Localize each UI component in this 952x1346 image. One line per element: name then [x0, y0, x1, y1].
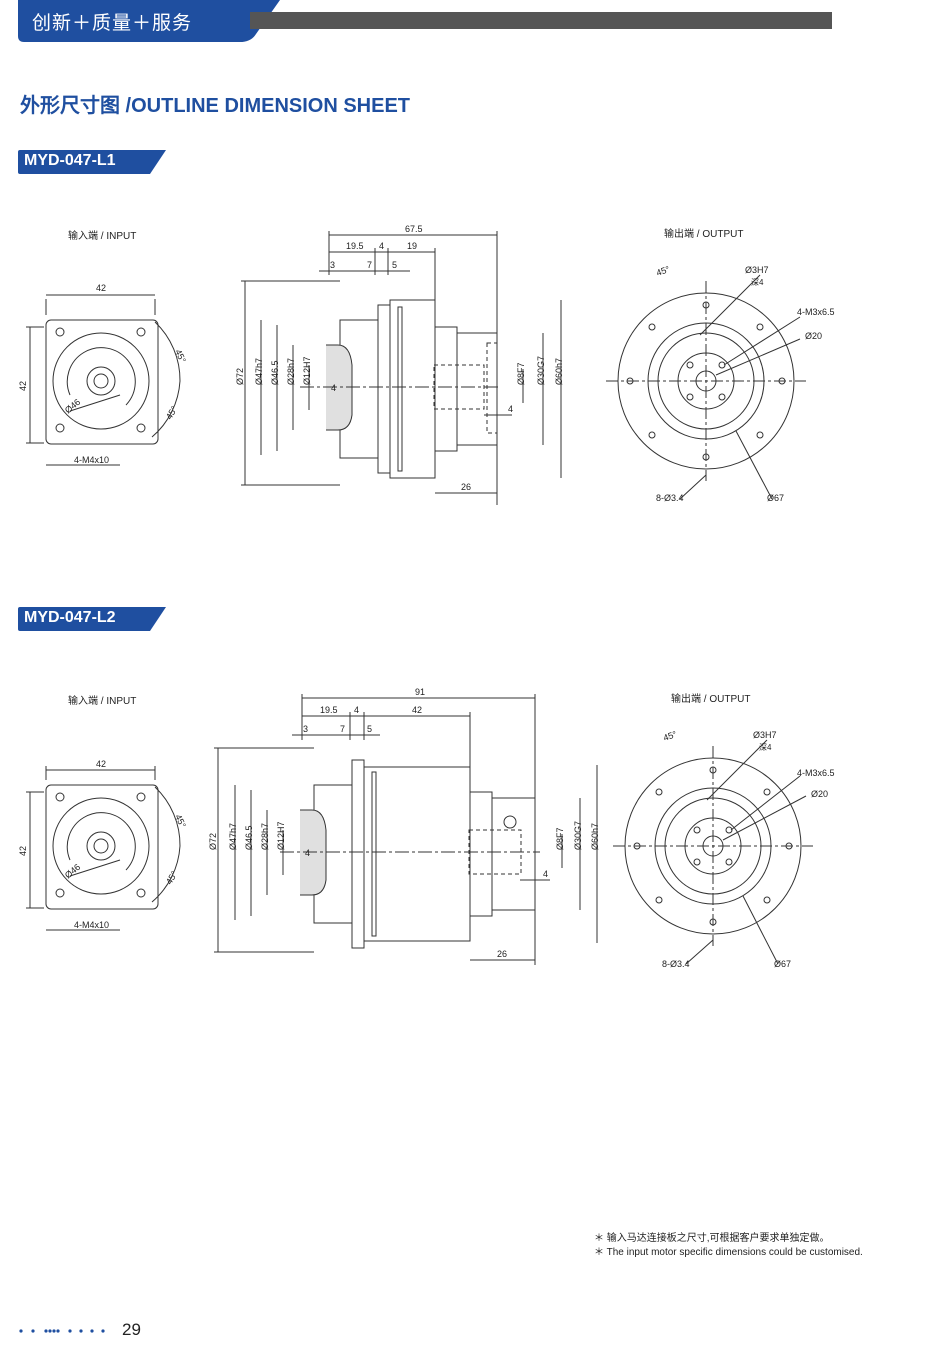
- input-holes: 4-M4x10: [74, 455, 109, 465]
- model-tag-shape: [18, 607, 166, 631]
- side-shaft-key: 4: [508, 404, 513, 414]
- output-angle: 45°: [655, 264, 672, 278]
- side-shaft-key: 4: [543, 869, 548, 879]
- side-total: 91: [415, 687, 425, 697]
- output-holes: 8-Ø3.4: [662, 959, 690, 969]
- side-seg3: 42: [412, 705, 422, 715]
- side-d28: Ø28h7: [286, 358, 296, 385]
- model-tag-shape: [18, 150, 166, 174]
- footer-dots-icon: [19, 1329, 105, 1333]
- output-flange: Ø67: [774, 959, 791, 969]
- input-angle2: 45°: [164, 404, 180, 421]
- side-small1: 3: [303, 724, 308, 734]
- output-pcd: Ø20: [811, 789, 828, 799]
- input-view: 输入端 / INPUT 42 42 45° 45° Ø46 4-M4x10: [18, 229, 188, 466]
- output-depth: 深4: [759, 743, 772, 752]
- note-cn: ＊ 输入马达连接板之尺寸,可根据客户要求单独定做。: [594, 1233, 830, 1244]
- side-small3: 5: [367, 724, 372, 734]
- side-total: 67.5: [405, 224, 423, 234]
- side-shaft-len: 26: [497, 949, 507, 959]
- output-pcd: Ø20: [805, 331, 822, 341]
- output-tap: 4-M3x6.5: [797, 768, 835, 778]
- side-d465: Ø46.5: [270, 360, 280, 385]
- input-height: 42: [18, 846, 28, 856]
- side-d47: Ø47h7: [228, 823, 238, 850]
- side-d60: Ø60h7: [554, 358, 564, 385]
- input-circle: Ø46: [63, 397, 82, 416]
- model-tag-l2: MYD-047-L2: [18, 607, 166, 631]
- side-view: 91 19.5 4 42 3 7 5 Ø72 Ø47h7 Ø46.5 Ø28h7…: [208, 687, 600, 965]
- header-slogan: 创新＋质量＋服务: [32, 13, 193, 34]
- note-en: ＊ The input motor specific dimensions co…: [594, 1247, 863, 1258]
- drawing-l2: 输入端 / INPUT 42 42 45° 45° Ø46 4-M4x10 91…: [18, 687, 835, 969]
- side-seg1: 19.5: [346, 241, 364, 251]
- page-number: 29: [122, 1320, 141, 1339]
- side-small2: 7: [340, 724, 345, 734]
- input-angle1: 45°: [173, 348, 188, 365]
- input-holes: 4-M4x10: [74, 920, 109, 930]
- side-small1: 3: [330, 260, 335, 270]
- output-angle: 45°: [662, 729, 679, 743]
- side-d30: Ø30G7: [573, 821, 583, 850]
- output-label: 输出端 / OUTPUT: [671, 692, 750, 705]
- side-key: 4: [331, 383, 336, 393]
- side-d12: Ø12H7: [302, 356, 312, 385]
- side-d72: Ø72: [208, 833, 218, 850]
- side-d72: Ø72: [235, 368, 245, 385]
- input-circle: Ø46: [63, 862, 82, 881]
- page-title: 外形尺寸图 /OUTLINE DIMENSION SHEET: [20, 95, 411, 117]
- side-small2: 7: [367, 260, 372, 270]
- side-d47: Ø47h7: [254, 358, 264, 385]
- side-d12: Ø12H7: [276, 821, 286, 850]
- output-pin: Ø3H7: [753, 730, 777, 740]
- output-depth: 深4: [751, 278, 764, 287]
- header-bar: [250, 12, 832, 29]
- side-d465: Ø46.5: [244, 825, 254, 850]
- input-height: 42: [18, 381, 28, 391]
- output-label: 输出端 / OUTPUT: [664, 227, 743, 240]
- input-width: 42: [96, 283, 106, 293]
- side-d8: Ø8F7: [555, 827, 565, 850]
- side-seg2: 4: [379, 241, 384, 251]
- input-label: 输入端 / INPUT: [68, 694, 136, 707]
- input-label: 输入端 / INPUT: [68, 229, 136, 242]
- output-pin: Ø3H7: [745, 265, 769, 275]
- input-view: 输入端 / INPUT 42 42 45° 45° Ø46 4-M4x10: [18, 694, 188, 931]
- side-d28: Ø28h7: [260, 823, 270, 850]
- side-key: 4: [305, 848, 310, 858]
- side-d8: Ø8F7: [516, 362, 526, 385]
- input-angle2: 45°: [164, 869, 180, 886]
- header-tab-shape: [18, 0, 280, 42]
- side-seg3: 19: [407, 241, 417, 251]
- side-d60: Ø60h7: [590, 823, 600, 850]
- model-name: MYD-047-L1: [24, 152, 116, 169]
- input-width: 42: [96, 759, 106, 769]
- model-tag-l1: MYD-047-L1: [18, 150, 166, 174]
- side-shaft-len: 26: [461, 482, 471, 492]
- output-view: 输出端 / OUTPUT Ø3H7 深4 4-M3x6.5 Ø20 45° 8-…: [606, 227, 835, 503]
- output-flange: Ø67: [767, 493, 784, 503]
- output-holes: 8-Ø3.4: [656, 493, 684, 503]
- side-seg1: 19.5: [320, 705, 338, 715]
- side-view: 67.5 19.5 4 19 3 7 5 Ø72 Ø47h7 Ø46.5 Ø28…: [235, 224, 564, 505]
- side-d30: Ø30G7: [536, 356, 546, 385]
- input-angle1: 45°: [173, 813, 188, 830]
- side-seg2: 4: [354, 705, 359, 715]
- output-view: 输出端 / OUTPUT Ø3H7 深4 4-M3x6.5 Ø20 45° 8-…: [613, 692, 835, 969]
- model-name: MYD-047-L2: [24, 609, 116, 626]
- output-tap: 4-M3x6.5: [797, 307, 835, 317]
- drawing-l1: 输入端 / INPUT 42 42 45° 45° Ø46 4-M4x10 67…: [18, 224, 835, 505]
- side-small3: 5: [392, 260, 397, 270]
